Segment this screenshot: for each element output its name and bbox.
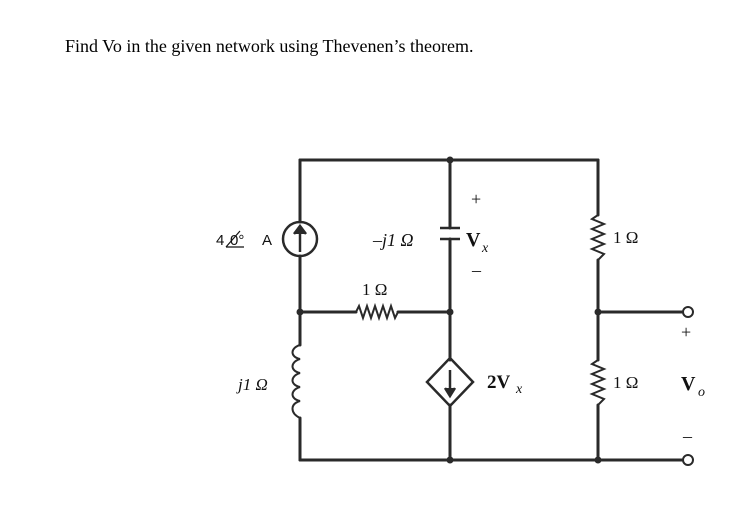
angle-symbol (225, 230, 244, 248)
vo-subscript: o (698, 385, 705, 400)
capacitor (440, 226, 460, 241)
node-mid-center (446, 308, 454, 316)
source-magnitude: 4 (216, 232, 224, 249)
resistor-mid-label: 1 Ω (362, 280, 387, 299)
current-source (281, 220, 319, 258)
vx-plus-sign: + (471, 189, 481, 209)
resistor-right-top (589, 214, 607, 261)
dependent-source-label: 2V (487, 372, 511, 393)
vo-label: V (681, 373, 696, 395)
question-text: Find Vo in the given network using Theve… (65, 36, 474, 56)
capacitor-label: –j1 Ω (372, 230, 414, 250)
output-terminal-top (682, 306, 694, 318)
node-mid-right (594, 308, 602, 316)
node-bottom-center (446, 456, 454, 464)
vx-label: V (466, 229, 481, 251)
vx-subscript: x (481, 241, 489, 256)
resistor-right-bottom (589, 359, 607, 406)
node-mid-left (296, 308, 304, 316)
source-unit: A (262, 232, 272, 249)
node-bottom-right (594, 456, 602, 464)
source-angle: 0° (230, 232, 244, 249)
inductor-label: j1 Ω (236, 375, 268, 394)
resistor-right-bottom-label: 1 Ω (613, 373, 638, 392)
vo-minus-sign: – (682, 426, 693, 446)
dependent-current-source (425, 356, 475, 408)
resistor-mid (355, 302, 399, 322)
inductor (291, 344, 301, 419)
node-top-center (446, 156, 454, 164)
vx-minus-sign: – (471, 260, 482, 280)
resistor-right-top-label: 1 Ω (613, 228, 638, 247)
output-terminal-bottom (682, 454, 694, 466)
vo-plus-sign: + (681, 322, 691, 342)
dependent-source-subscript: x (515, 382, 523, 397)
